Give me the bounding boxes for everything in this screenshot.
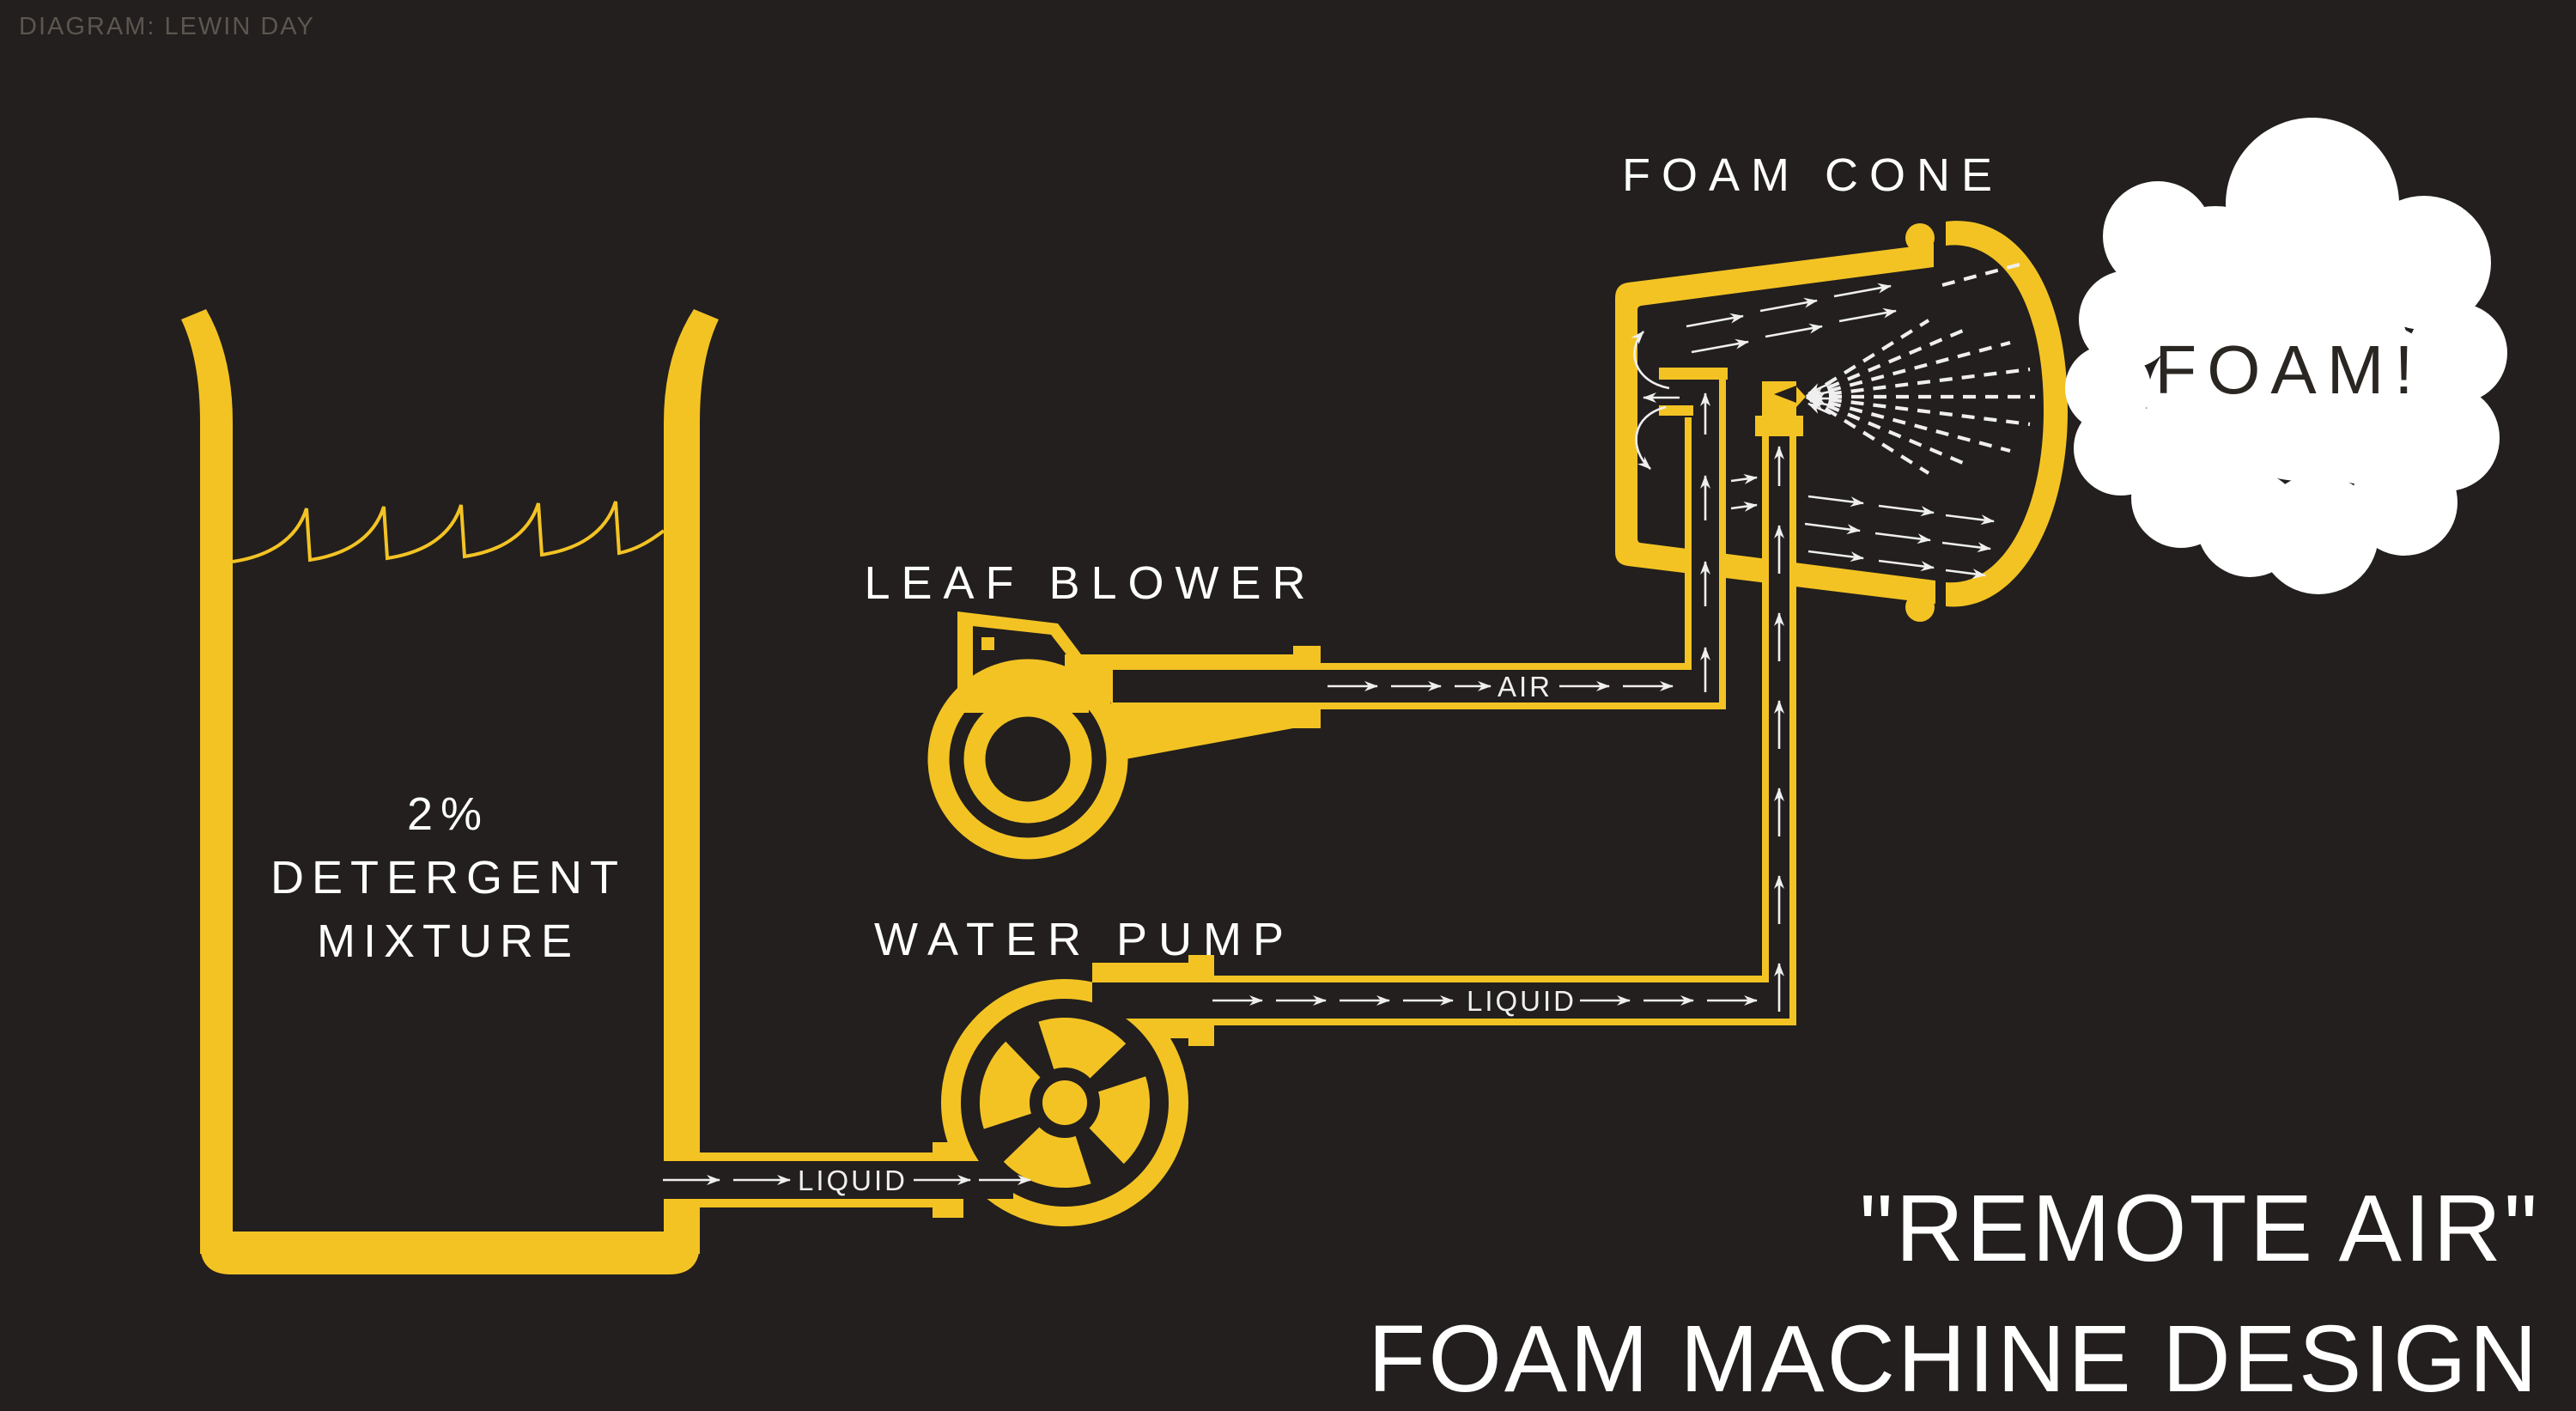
title-line2: FOAM MACHINE DESIGN [1368, 1306, 2540, 1411]
flow-arrow [1878, 559, 1935, 572]
tank-label-line2: DETERGENT [270, 852, 626, 903]
spray-dash [1941, 262, 2020, 288]
air-outlet-cap [1659, 368, 1728, 380]
air-outlet-lip [1659, 405, 1693, 416]
tank-left-wall [181, 309, 233, 1254]
impeller-blade [979, 1041, 1042, 1129]
pipe-wall [1762, 435, 1769, 976]
water-pump-label: WATER PUMP [874, 914, 1295, 965]
blower-flange-bottom [1293, 702, 1321, 728]
flow-arrow [1691, 338, 1749, 354]
pipe-wall [1214, 1019, 1796, 1025]
cone-mouth-rim [1946, 221, 2068, 607]
blower-nozzle-top [1065, 654, 1293, 670]
spray-dash [1806, 394, 2031, 427]
impeller-blade [1003, 1126, 1091, 1189]
flow-arrow [1807, 402, 1832, 416]
cloud-puff [2079, 271, 2177, 368]
leaf-blower-label: LEAF BLOWER [864, 557, 1316, 609]
flow-arrow [1686, 313, 1744, 328]
flow-arrow [1945, 569, 1986, 580]
pipe-wall [693, 1199, 936, 1207]
pump-inlet-flange [933, 1142, 963, 1161]
flow-arrow [1833, 283, 1892, 298]
pump-impeller-icon [979, 1017, 1151, 1189]
flow-arrow [1878, 504, 1935, 517]
air-flow-label: AIR [1498, 671, 1552, 702]
blower-inner-ring [963, 695, 1092, 824]
spray-dashes [1805, 262, 2035, 475]
flow-arrow [1759, 297, 1818, 313]
recirculation-arrows [1631, 331, 1670, 470]
pipe-wall [1685, 417, 1692, 670]
pipe-wall [1321, 663, 1685, 670]
pipe-wall [1321, 702, 1726, 709]
pump-outlet-wall [1092, 963, 1214, 982]
liquid-nozzle-orifice [1774, 386, 1796, 403]
liquid-flow-label-1: LIQUID [798, 1165, 908, 1196]
flow-arrow [1765, 323, 1823, 338]
flow-arrow [1807, 550, 1864, 563]
liquid-nozzle-tip [1796, 386, 1806, 407]
cloud-puff [2103, 181, 2213, 291]
tank-bottom [200, 1232, 700, 1274]
water-pump-icon [941, 979, 1188, 1226]
liquid-surface-wave [232, 501, 665, 563]
cloud-puff [2357, 196, 2491, 330]
flow-arrow [1804, 522, 1861, 535]
blower-nozzle-bottom [1111, 702, 1293, 761]
flow-arrows [663, 283, 1995, 1185]
spray-dash [1805, 395, 1930, 475]
cloud-puff [2190, 258, 2413, 481]
detergent-tank-icon [181, 309, 719, 1274]
flow-arrow [1945, 514, 1995, 526]
cone-body [1615, 244, 1935, 604]
recirculation-arrow [1631, 331, 1670, 390]
pump-inlet-flange [933, 1199, 963, 1218]
pipe-wall [1719, 380, 1726, 709]
impeller-hub [1042, 1080, 1087, 1125]
spray-dash [1806, 367, 2031, 399]
recirculation-arrow [1635, 405, 1667, 470]
spray-dash [1806, 395, 1970, 467]
spray-dash [1806, 394, 2011, 453]
spray-dash [1806, 326, 1970, 398]
impeller-blade [1088, 1076, 1151, 1165]
pipe-wall [1214, 976, 1769, 982]
blower-switch [981, 637, 994, 650]
title-line1: "REMOTE AIR" [1859, 1176, 2540, 1281]
foam-cone-icon [1615, 221, 2068, 622]
blower-outer-ring [927, 659, 1128, 860]
pump-outlet-flange [1188, 1019, 1214, 1046]
cloud-puff [2258, 474, 2379, 594]
foam-cone-label: FOAM CONE [1622, 149, 2003, 201]
pipe-wall [1789, 435, 1796, 1019]
flow-arrow [1730, 474, 1758, 484]
impeller-blade [1038, 1017, 1127, 1080]
tank-label-line1: 2% [407, 788, 489, 840]
tank-label-line3: MIXTURE [317, 915, 580, 967]
pump-volute-casing [941, 979, 1188, 1226]
pipe-wall [693, 1153, 936, 1161]
flow-arrow [1874, 532, 1931, 544]
foam-cloud-label: FOAM! [2154, 331, 2423, 408]
liquid-flow-label-2: LIQUID [1467, 985, 1577, 1017]
blower-flange-top [1293, 646, 1321, 670]
foam-cloud-icon [2065, 118, 2507, 594]
flow-arrow [1838, 307, 1897, 323]
spray-dash [1805, 319, 1930, 398]
tank-right-wall [664, 309, 719, 1254]
flow-arrow [1807, 495, 1864, 508]
leaf-blower-fan [927, 659, 1128, 860]
credit-text: DIAGRAM: LEWIN DAY [19, 13, 315, 40]
spray-dash [1806, 340, 2011, 399]
flow-arrow [1941, 541, 1991, 553]
pump-outlet-flange [1188, 955, 1214, 982]
flow-arrow [1730, 502, 1758, 512]
